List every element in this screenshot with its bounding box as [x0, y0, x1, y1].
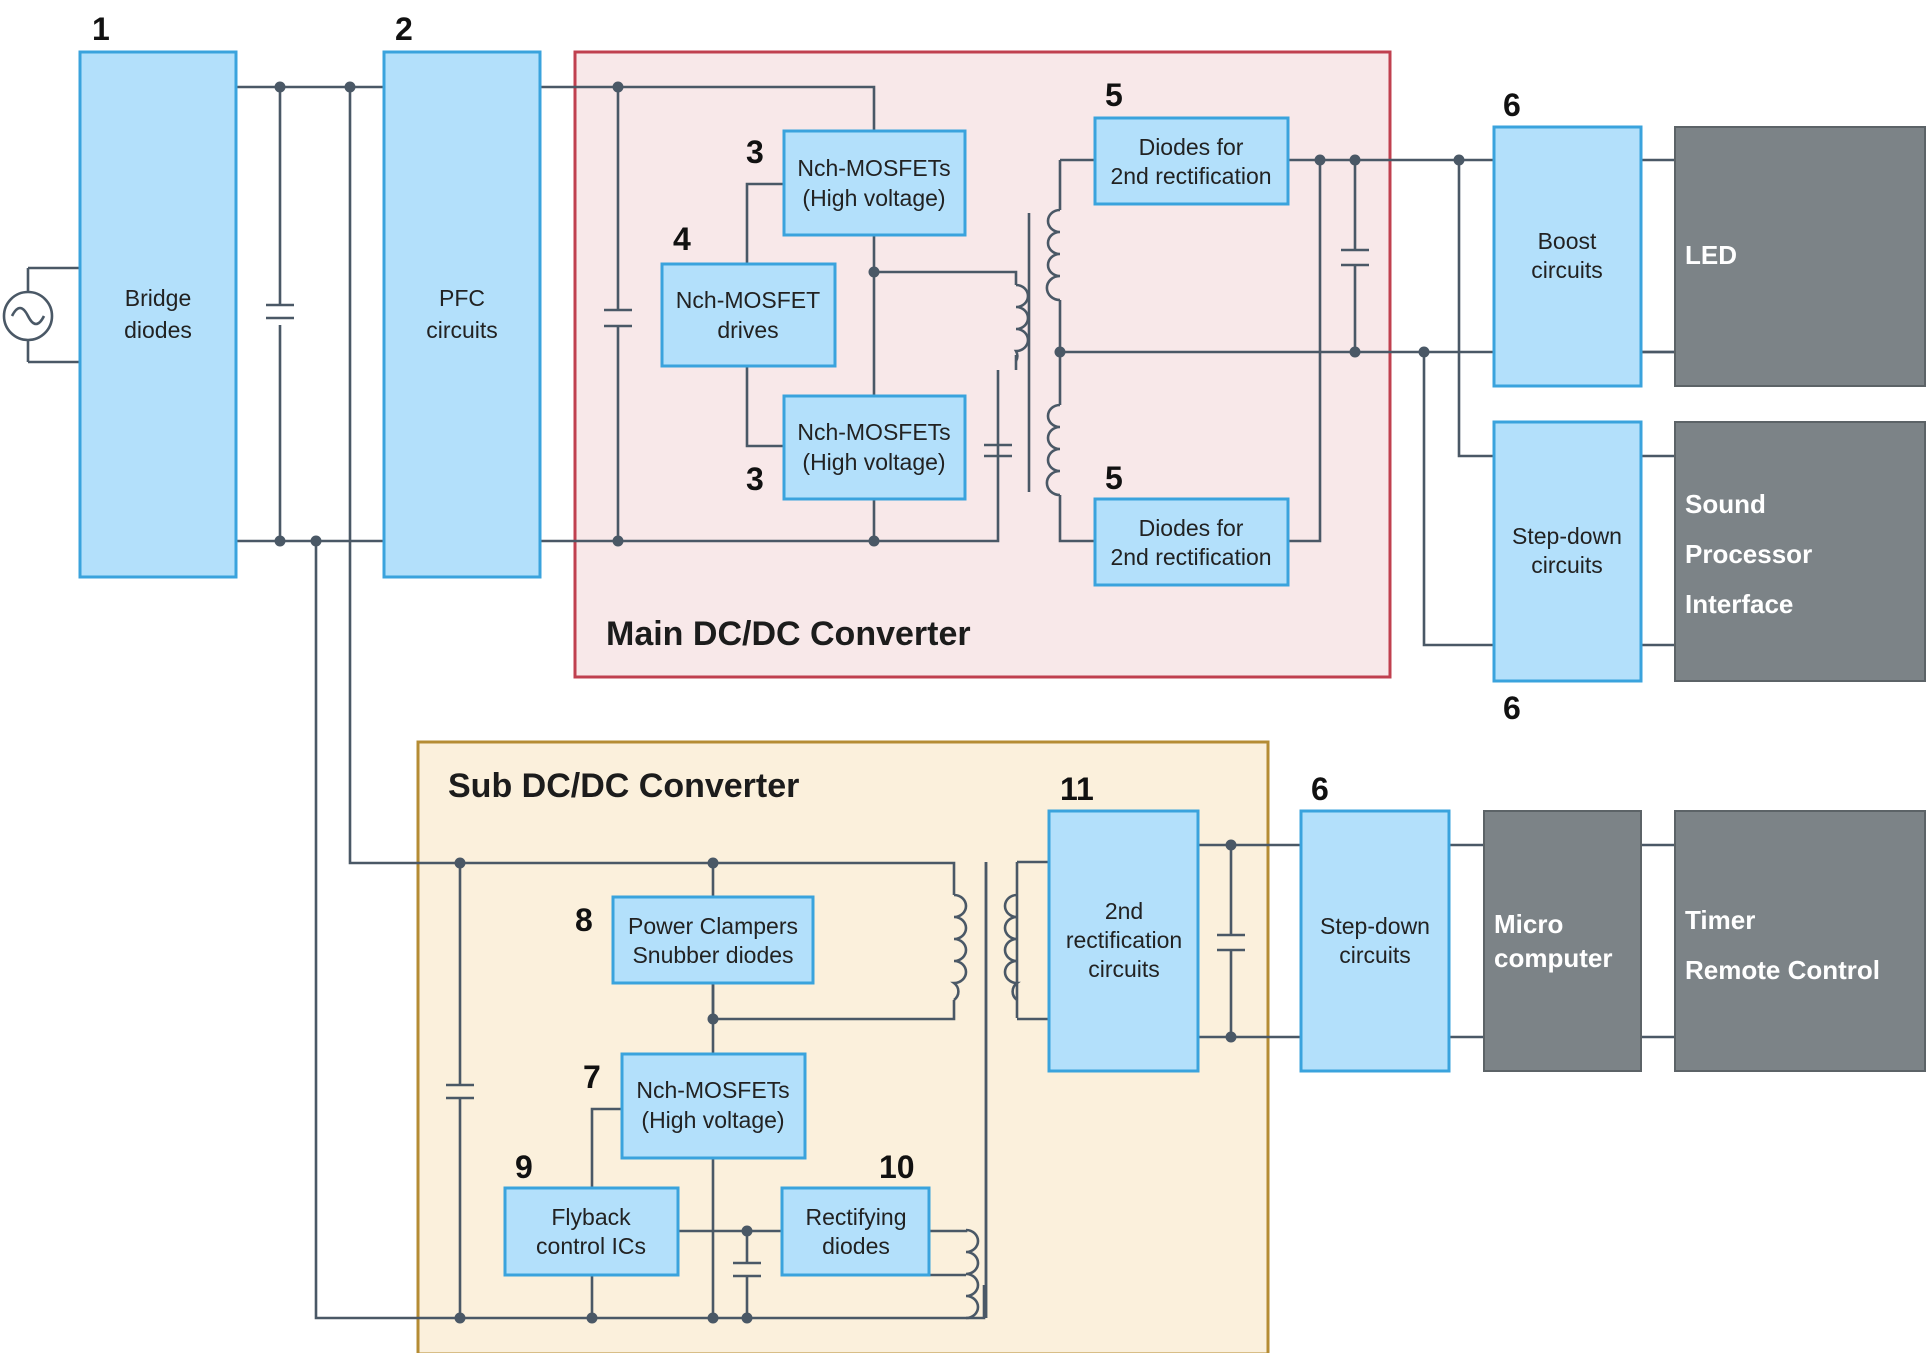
svg-text:Processor: Processor: [1685, 539, 1812, 569]
svg-text:(High voltage): (High voltage): [802, 185, 945, 211]
svg-text:rectification: rectification: [1066, 927, 1182, 953]
transformer-coils: [950, 208, 1061, 1320]
mosfet-bottom-block: Nch-MOSFETs (High voltage): [782, 394, 967, 501]
microcomputer-load-block: Micro computer: [1483, 810, 1642, 1072]
number-8: 8: [575, 902, 593, 938]
svg-text:Diodes for: Diodes for: [1139, 134, 1244, 160]
svg-text:Remote Control: Remote Control: [1685, 955, 1880, 985]
wiring: [26, 85, 1675, 1320]
mosfet-drives-block: Nch-MOSFET drives: [660, 262, 837, 368]
step-down-main-block: Step-down circuits: [1492, 420, 1643, 683]
svg-text:diodes: diodes: [124, 317, 192, 343]
main-dcdc-title: Main DC/DC Converter: [606, 615, 971, 653]
svg-text:Interface: Interface: [1685, 589, 1793, 619]
svg-text:Nch-MOSFETs: Nch-MOSFETs: [797, 419, 950, 445]
svg-text:Sound: Sound: [1685, 489, 1766, 519]
mosfet-top-block: Nch-MOSFETs (High voltage): [782, 129, 967, 237]
svg-text:Boost: Boost: [1538, 228, 1597, 254]
svg-text:LED: LED: [1685, 240, 1737, 270]
step-down-sub-block: Step-down circuits: [1299, 809, 1451, 1073]
junction-dots: [274, 81, 1465, 1324]
svg-text:2nd rectification: 2nd rectification: [1110, 544, 1271, 570]
diodes-bottom-block: Diodes for 2nd rectification: [1093, 497, 1290, 587]
svg-text:(High voltage): (High voltage): [802, 449, 945, 475]
number-6-sub: 6: [1311, 771, 1329, 807]
svg-text:Timer: Timer: [1685, 905, 1755, 935]
svg-text:circuits: circuits: [1339, 942, 1411, 968]
led-load-block: LED: [1674, 126, 1926, 387]
mosfet-sub-block: Nch-MOSFETs (High voltage): [620, 1052, 807, 1160]
number-9: 9: [515, 1149, 533, 1185]
svg-text:drives: drives: [717, 317, 778, 343]
svg-text:(High voltage): (High voltage): [641, 1107, 784, 1133]
number-3-bottom: 3: [746, 461, 764, 497]
number-11: 11: [1060, 771, 1094, 807]
number-6-boost: 6: [1503, 87, 1521, 123]
svg-text:control ICs: control ICs: [536, 1233, 646, 1259]
second-rectification-block: 2nd rectification circuits: [1047, 809, 1200, 1073]
svg-text:circuits: circuits: [1531, 552, 1603, 578]
number-6-stepdown: 6: [1503, 690, 1521, 726]
number-3-top: 3: [746, 134, 764, 170]
svg-text:2nd rectification: 2nd rectification: [1110, 163, 1271, 189]
sub-dcdc-title: Sub DC/DC Converter: [448, 767, 799, 805]
ac-source-icon: [2, 290, 54, 342]
svg-text:Step-down: Step-down: [1320, 913, 1430, 939]
svg-text:Nch-MOSFETs: Nch-MOSFETs: [636, 1077, 789, 1103]
bridge-diodes-block: Bridge diodes: [78, 50, 238, 579]
number-10: 10: [879, 1149, 915, 1185]
svg-text:Diodes for: Diodes for: [1139, 515, 1244, 541]
svg-text:diodes: diodes: [822, 1233, 890, 1259]
svg-text:Step-down: Step-down: [1512, 523, 1622, 549]
rectifying-diodes-block: Rectifying diodes: [780, 1186, 931, 1277]
svg-text:2nd: 2nd: [1105, 898, 1143, 924]
svg-text:circuits: circuits: [1531, 257, 1603, 283]
callout-numbers: 1 2 3 4 3 5 5 6 6 6 8 7 9 10 11: [92, 11, 1521, 1185]
svg-text:circuits: circuits: [1088, 956, 1160, 982]
svg-text:Rectifying: Rectifying: [806, 1204, 907, 1230]
svg-text:Power Clampers: Power Clampers: [628, 913, 798, 939]
number-5-bottom: 5: [1105, 460, 1123, 496]
sound-processor-load-block: Sound Processor Interface: [1674, 421, 1926, 682]
svg-text:Flyback: Flyback: [551, 1204, 631, 1230]
svg-text:Bridge: Bridge: [125, 285, 191, 311]
boost-circuits-block: Boost circuits: [1492, 125, 1643, 388]
number-7: 7: [583, 1059, 601, 1095]
timer-remote-load-block: Timer Remote Control: [1674, 810, 1926, 1072]
flyback-control-block: Flyback control ICs: [503, 1186, 680, 1277]
number-2: 2: [395, 11, 413, 47]
number-1: 1: [92, 11, 110, 47]
number-5-top: 5: [1105, 77, 1123, 113]
svg-text:circuits: circuits: [426, 317, 498, 343]
number-4: 4: [673, 221, 691, 257]
svg-text:PFC: PFC: [439, 285, 485, 311]
pfc-circuits-block: PFC circuits: [382, 50, 542, 579]
svg-text:computer: computer: [1494, 943, 1612, 973]
svg-text:Nch-MOSFET: Nch-MOSFET: [676, 287, 820, 313]
svg-text:Nch-MOSFETs: Nch-MOSFETs: [797, 155, 950, 181]
svg-text:Snubber diodes: Snubber diodes: [632, 942, 793, 968]
svg-text:Micro: Micro: [1494, 909, 1563, 939]
power-clampers-block: Power Clampers Snubber diodes: [611, 895, 815, 985]
diodes-top-block: Diodes for 2nd rectification: [1093, 116, 1290, 206]
